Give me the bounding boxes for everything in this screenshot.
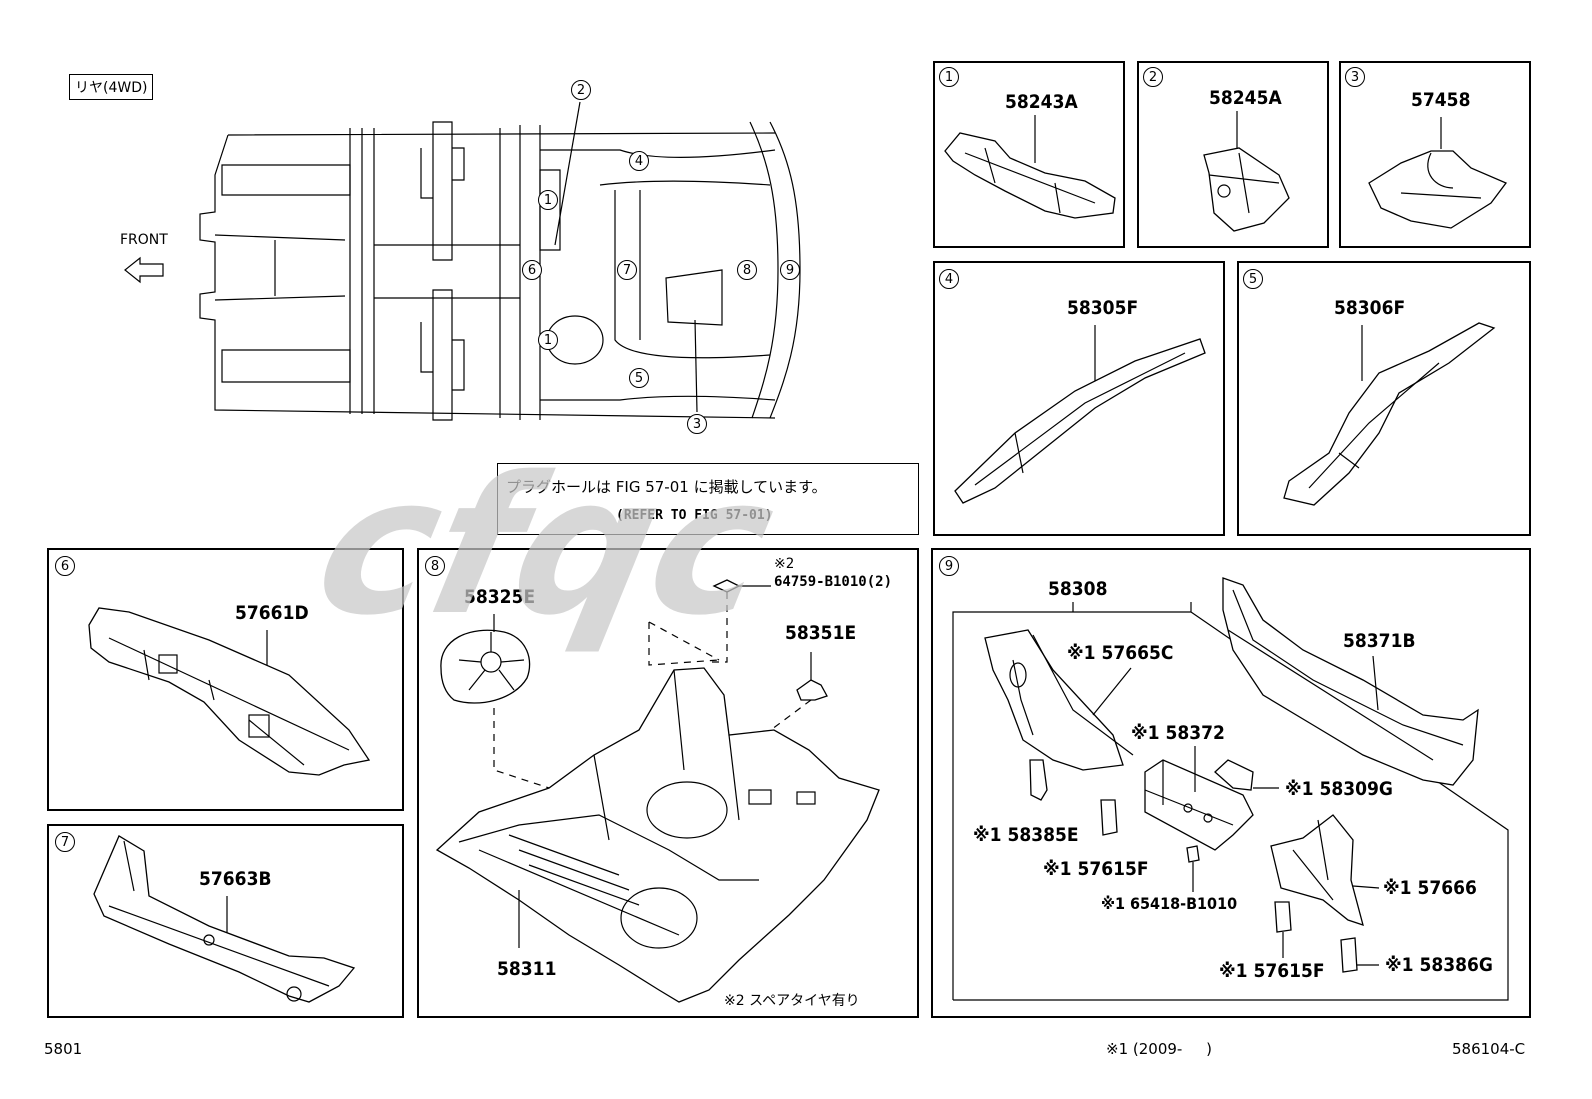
panel-5-number: 5 <box>1243 269 1263 289</box>
group-58308: 58308 <box>1048 578 1108 600</box>
overview-callout-1a: 1 <box>538 190 558 210</box>
part-58385E: ※1 58385E <box>973 824 1079 846</box>
overview-callout-4: 4 <box>629 151 649 171</box>
part-58371B: 58371B <box>1343 630 1416 652</box>
part-57665C: ※1 57665C <box>1067 642 1174 664</box>
overview-callout-6: 6 <box>522 260 542 280</box>
part-57663B: 57663B <box>199 868 272 890</box>
region-tag: リヤ(4WD) <box>69 74 154 100</box>
region-tag-text: リヤ(4WD) <box>75 80 148 96</box>
watermark-text: cfqc <box>300 437 791 658</box>
part-58306F: 58306F <box>1334 297 1406 319</box>
panel-4-number: 4 <box>939 269 959 289</box>
panel-4: 4 58305F <box>933 261 1225 536</box>
panel-8-number: 8 <box>425 556 445 576</box>
part-57615F-b: ※1 57615F <box>1219 960 1325 982</box>
part-57666: ※1 57666 <box>1383 877 1477 899</box>
part-58305F-drawing <box>954 325 1206 504</box>
panel-1: 1 58243A <box>933 61 1125 248</box>
overview-callout-3: 3 <box>687 414 707 434</box>
part-57615F-a: ※1 57615F <box>1043 858 1149 880</box>
panel-2-number: 2 <box>1143 67 1163 87</box>
panel-9-number: 9 <box>939 556 959 576</box>
panel-6-number: 6 <box>55 556 75 576</box>
panel-7-number: 7 <box>55 832 75 852</box>
panel-6: 6 57661D <box>47 548 404 811</box>
overview-callout-5: 5 <box>629 368 649 388</box>
quarter-panel-drawing <box>952 577 1509 1001</box>
footer-center: ※1 (2009- ) <box>1106 1040 1213 1058</box>
rear-floor-drawing <box>435 579 880 1003</box>
overview-callout-1b: 1 <box>538 330 558 350</box>
note-line-1: プラグホールは FIG 57-01 に掲載しています。 <box>506 478 827 496</box>
front-label: FRONT <box>120 232 168 248</box>
part-57663B-drawing <box>93 835 356 1003</box>
part-65418-B1010: ※1 65418-B1010 <box>1101 894 1238 913</box>
spare-tire-footnote: ※2 スペアタイヤ有り <box>724 993 860 1009</box>
note-line-2: (REFER TO FIG 57-01) <box>616 508 773 523</box>
panel-3: 3 57458 <box>1339 61 1531 248</box>
note-mark-2: ※2 <box>774 556 795 572</box>
panel-9: 9 58308 ※1 57665C 58371B ※1 58372 ※1 583… <box>931 548 1531 1018</box>
part-58243A-drawing <box>944 115 1116 219</box>
overview-callout-8: 8 <box>737 260 757 280</box>
part-57458: 57458 <box>1411 89 1471 111</box>
part-57458-drawing <box>1368 117 1508 229</box>
part-58386G: ※1 58386G <box>1385 954 1493 976</box>
part-58305F: 58305F <box>1067 297 1139 319</box>
panel-8: 8 58325E 58351E 58311 ※2 64759-B1010(2) … <box>417 548 919 1018</box>
part-64759-B1010: 64759-B1010(2) <box>774 574 893 590</box>
part-57661D-drawing <box>88 607 371 776</box>
part-58311: 58311 <box>497 958 557 980</box>
part-58243A: 58243A <box>1005 91 1078 113</box>
footer-right: 586104-C <box>1452 1040 1526 1058</box>
panel-2: 2 58245A <box>1137 61 1329 248</box>
part-58351E: 58351E <box>785 622 857 644</box>
plug-hole-note: プラグホールは FIG 57-01 に掲載しています。 (REFER TO FI… <box>497 463 919 535</box>
overview-callout-7: 7 <box>617 260 637 280</box>
panel-1-number: 1 <box>939 67 959 87</box>
part-58372: ※1 58372 <box>1131 722 1225 744</box>
footer-left: 5801 <box>44 1040 83 1058</box>
part-58245A: 58245A <box>1209 87 1282 109</box>
part-58245A-drawing <box>1203 111 1290 232</box>
panel-5: 5 58306F <box>1237 261 1531 536</box>
part-58325E: 58325E <box>464 586 536 608</box>
part-58306F-drawing <box>1283 322 1496 506</box>
overview-callout-9: 9 <box>780 260 800 280</box>
part-57661D: 57661D <box>235 602 309 624</box>
panel-7: 7 57663B <box>47 824 404 1018</box>
overview-callout-2: 2 <box>571 80 591 100</box>
panel-3-number: 3 <box>1345 67 1365 87</box>
part-58309G: ※1 58309G <box>1285 778 1393 800</box>
